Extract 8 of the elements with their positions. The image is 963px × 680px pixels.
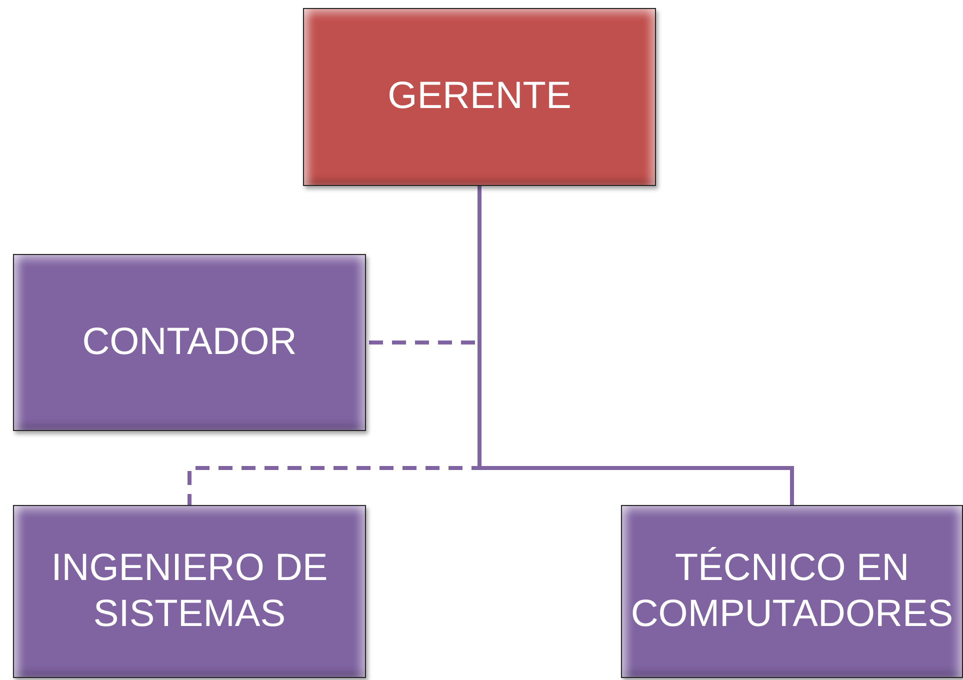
role-title: INGENIERO DE SISTEMAS [50, 546, 329, 636]
org-chart-box [13, 254, 366, 431]
org-chart-box [303, 8, 656, 186]
role-title: TÉCNICO EN COMPUTADORES [630, 546, 954, 636]
role-title: CONTADOR [81, 320, 298, 365]
role-title: GERENTE [386, 74, 572, 120]
org-chart-box [13, 505, 366, 678]
org-chart-box [621, 505, 963, 678]
